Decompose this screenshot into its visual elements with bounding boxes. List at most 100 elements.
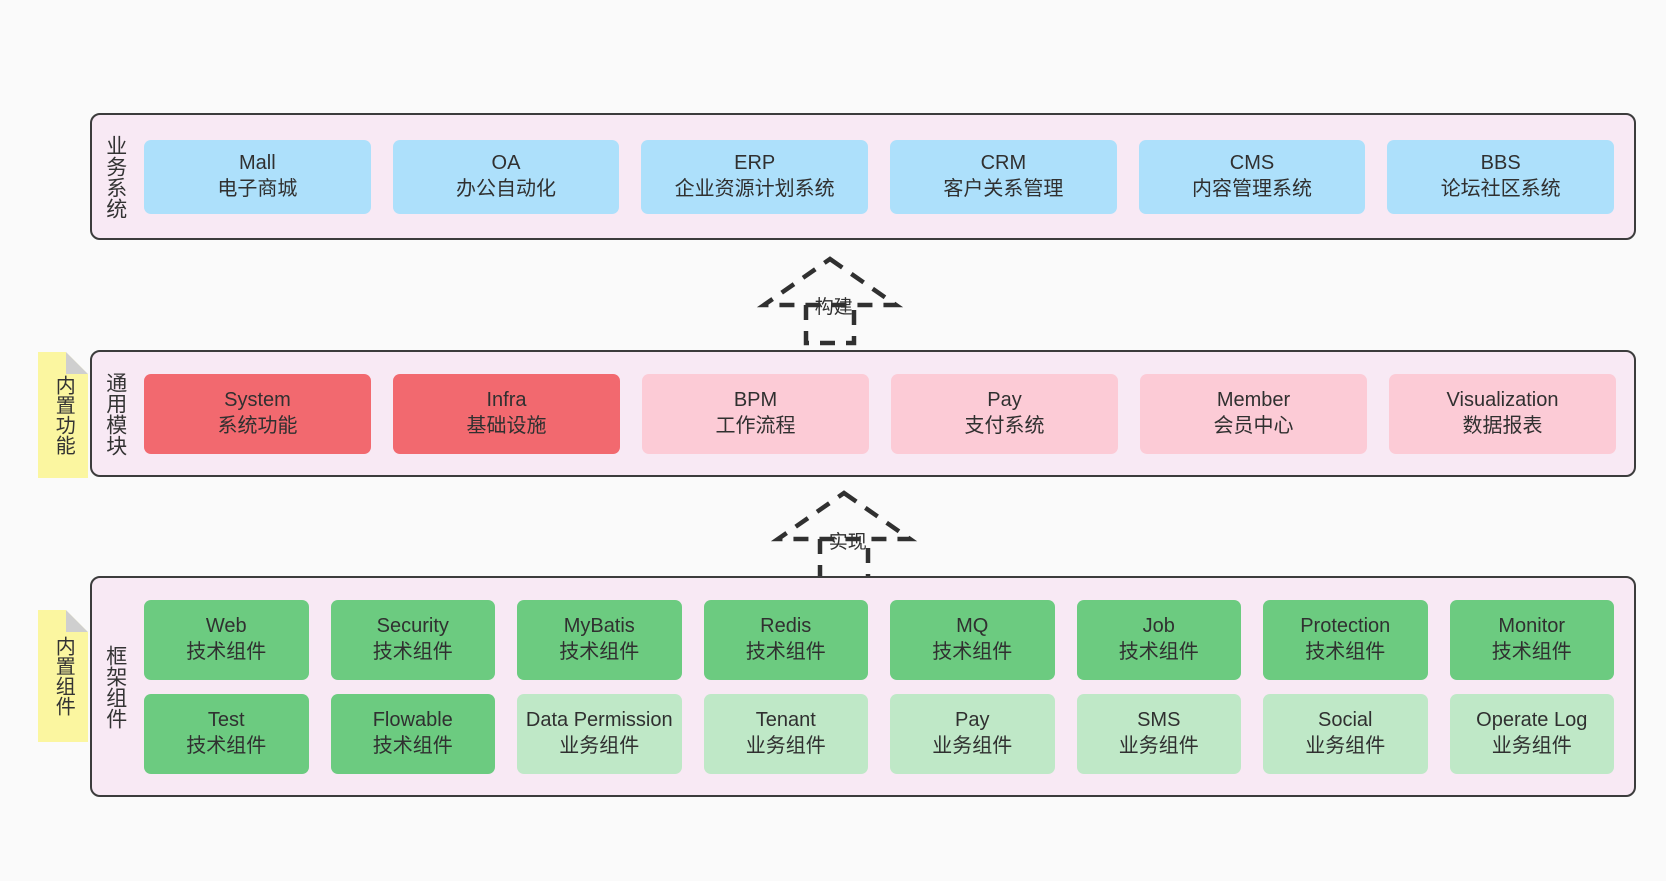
node-subtitle: 技术组件: [186, 734, 267, 757]
node-crm[interactable]: CRM 客户关系管理: [890, 139, 1117, 214]
node-title: Web: [205, 614, 247, 637]
build-arrow-label: 构建: [814, 297, 853, 318]
node-bbs[interactable]: BBS 论坛社区系统: [1387, 139, 1615, 214]
node-mall[interactable]: Mall 电子商城: [144, 139, 371, 214]
node-title: Data Permission: [525, 708, 673, 731]
node-title: Monitor: [1498, 614, 1566, 637]
node-title: System: [224, 388, 291, 411]
node-subtitle: 业务组件: [1305, 734, 1386, 757]
node-job[interactable]: Job 技术组件: [1076, 599, 1241, 680]
layer-row: Web 技术组件 Security 技术组件 MyBatis 技术组件 Redi…: [144, 599, 1614, 680]
node-member[interactable]: Member 会员中心: [1140, 373, 1367, 454]
layer-row: Mall 电子商城 OA 办公自动化 ERP 企业资源计划系统 CRM 客户关系…: [144, 139, 1615, 214]
node-test[interactable]: Test 技术组件: [144, 693, 309, 774]
layer-framework-components: 框架组件 Web 技术组件 Security 技术组件 MyBatis 技术组件…: [90, 576, 1636, 797]
node-subtitle: 论坛社区系统: [1440, 177, 1561, 200]
node-subtitle: 业务组件: [932, 734, 1013, 757]
node-bpm[interactable]: BPM 工作流程: [642, 373, 869, 454]
node-pay-component[interactable]: Pay 业务组件: [890, 693, 1055, 774]
build-arrow-icon: [756, 256, 904, 346]
note-builtin-components: 内置组件: [38, 610, 88, 742]
layer-business-systems: 业务系统 Mall 电子商城 OA 办公自动化 ERP 企业资源计划系统 CRM…: [90, 113, 1636, 240]
node-monitor[interactable]: Monitor 技术组件: [1449, 599, 1614, 680]
layer-row: System 系统功能 Infra 基础设施 BPM 工作流程 Pay 支付系统…: [144, 373, 1616, 454]
node-subtitle: 业务组件: [1491, 734, 1572, 757]
node-title: Flowable: [372, 708, 453, 731]
node-erp[interactable]: ERP 企业资源计划系统: [641, 139, 869, 214]
node-subtitle: 电子商城: [217, 177, 298, 200]
node-subtitle: 业务组件: [745, 734, 826, 757]
build-arrow: 构建: [756, 255, 904, 346]
node-title: ERP: [734, 151, 776, 174]
node-title: Test: [207, 708, 245, 731]
layer-title-modules: 通用模块: [103, 371, 127, 456]
node-title: Pay: [987, 388, 1022, 411]
node-mq[interactable]: MQ 技术组件: [890, 599, 1055, 680]
layer-body-business: Mall 电子商城 OA 办公自动化 ERP 企业资源计划系统 CRM 客户关系…: [138, 115, 1634, 238]
layer-common-modules: 通用模块 System 系统功能 Infra 基础设施 BPM 工作流程 Pay…: [90, 350, 1636, 477]
note-label: 内置功能: [52, 375, 75, 455]
node-subtitle: 业务组件: [1118, 734, 1199, 757]
node-title: Job: [1142, 614, 1175, 637]
node-title: OA: [491, 151, 521, 174]
node-title: Security: [376, 614, 449, 637]
node-subtitle: 客户关系管理: [943, 177, 1064, 200]
note-builtin-features: 内置功能: [38, 352, 88, 478]
node-title: Visualization: [1446, 388, 1559, 411]
node-infra[interactable]: Infra 基础设施: [393, 373, 620, 454]
node-visualization[interactable]: Visualization 数据报表: [1389, 373, 1616, 454]
node-title: Pay: [955, 708, 990, 731]
layer-row: Test 技术组件 Flowable 技术组件 Data Permission …: [144, 693, 1614, 774]
node-subtitle: 技术组件: [372, 640, 453, 663]
node-subtitle: 会员中心: [1213, 414, 1294, 437]
layer-title-business: 业务系统: [103, 134, 127, 219]
node-title: Infra: [486, 388, 527, 411]
node-web[interactable]: Web 技术组件: [144, 599, 309, 680]
layer-body-framework: Web 技术组件 Security 技术组件 MyBatis 技术组件 Redi…: [138, 578, 1634, 795]
node-title: SMS: [1137, 708, 1181, 731]
node-title: Protection: [1300, 614, 1391, 637]
node-title: BPM: [733, 388, 778, 411]
node-title: MyBatis: [563, 614, 635, 637]
node-mybatis[interactable]: MyBatis 技术组件: [517, 599, 682, 680]
node-subtitle: 技术组件: [932, 640, 1013, 663]
node-subtitle: 基础设施: [466, 414, 547, 437]
node-title: CMS: [1229, 151, 1275, 174]
implement-arrow-label: 实现: [828, 532, 867, 553]
node-title: Redis: [760, 614, 812, 637]
node-oa[interactable]: OA 办公自动化: [392, 139, 620, 214]
note-fold-corner-icon: [66, 610, 88, 632]
node-subtitle: 企业资源计划系统: [674, 177, 835, 200]
node-subtitle: 技术组件: [186, 640, 267, 663]
node-subtitle: 系统功能: [217, 414, 298, 437]
node-tenant[interactable]: Tenant 业务组件: [703, 693, 868, 774]
layer-title-framework: 框架组件: [103, 644, 127, 729]
node-subtitle: 工作流程: [715, 414, 796, 437]
node-protection[interactable]: Protection 技术组件: [1263, 599, 1428, 680]
node-security[interactable]: Security 技术组件: [330, 599, 495, 680]
node-cms[interactable]: CMS 内容管理系统: [1138, 139, 1366, 214]
node-subtitle: 数据报表: [1462, 414, 1543, 437]
node-flowable[interactable]: Flowable 技术组件: [330, 693, 495, 774]
node-operate-log[interactable]: Operate Log 业务组件: [1449, 693, 1614, 774]
node-redis[interactable]: Redis 技术组件: [703, 599, 868, 680]
node-sms[interactable]: SMS 业务组件: [1076, 693, 1241, 774]
node-subtitle: 技术组件: [1305, 640, 1386, 663]
node-title: CRM: [980, 151, 1027, 174]
node-social[interactable]: Social 业务组件: [1263, 693, 1428, 774]
note-fold-corner-icon: [66, 352, 88, 374]
node-subtitle: 支付系统: [964, 414, 1045, 437]
node-title: MQ: [956, 614, 989, 637]
node-subtitle: 技术组件: [1118, 640, 1199, 663]
implement-arrow: 实现: [770, 489, 918, 582]
layer-body-modules: System 系统功能 Infra 基础设施 BPM 工作流程 Pay 支付系统…: [138, 352, 1634, 475]
node-data-permission[interactable]: Data Permission 业务组件: [517, 693, 682, 774]
node-subtitle: 技术组件: [559, 640, 640, 663]
node-title: BBS: [1480, 151, 1521, 174]
node-title: Social: [1318, 708, 1373, 731]
node-title: Tenant: [755, 708, 816, 731]
node-system[interactable]: System 系统功能: [144, 373, 371, 454]
node-subtitle: 内容管理系统: [1192, 177, 1313, 200]
node-pay[interactable]: Pay 支付系统: [891, 373, 1118, 454]
